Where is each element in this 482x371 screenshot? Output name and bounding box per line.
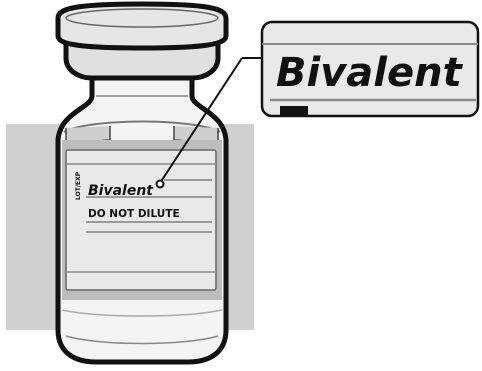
vial-cap-top-rim	[65, 8, 219, 28]
label-vial-name: Bivalent	[88, 183, 154, 199]
vial-base-rim	[65, 335, 219, 345]
vial-cap	[55, 1, 229, 81]
vial-cap-top	[55, 1, 229, 51]
callout: Bivalent	[155, 20, 480, 189]
callout-pointer-dot	[155, 179, 165, 189]
callout-pointer-line	[159, 57, 243, 184]
label-side-text: LOT/EXP	[75, 171, 82, 200]
label-panel	[65, 149, 217, 291]
callout-vial-name: Bivalent	[276, 50, 464, 96]
callout-cut-text	[280, 106, 308, 116]
vial: LOT/EXP Bivalent DO NOT DILUTE	[55, 1, 229, 365]
vial-liquid-line	[61, 309, 223, 317]
label-instruction: DO NOT DILUTE	[88, 208, 180, 220]
callout-box	[260, 20, 480, 118]
